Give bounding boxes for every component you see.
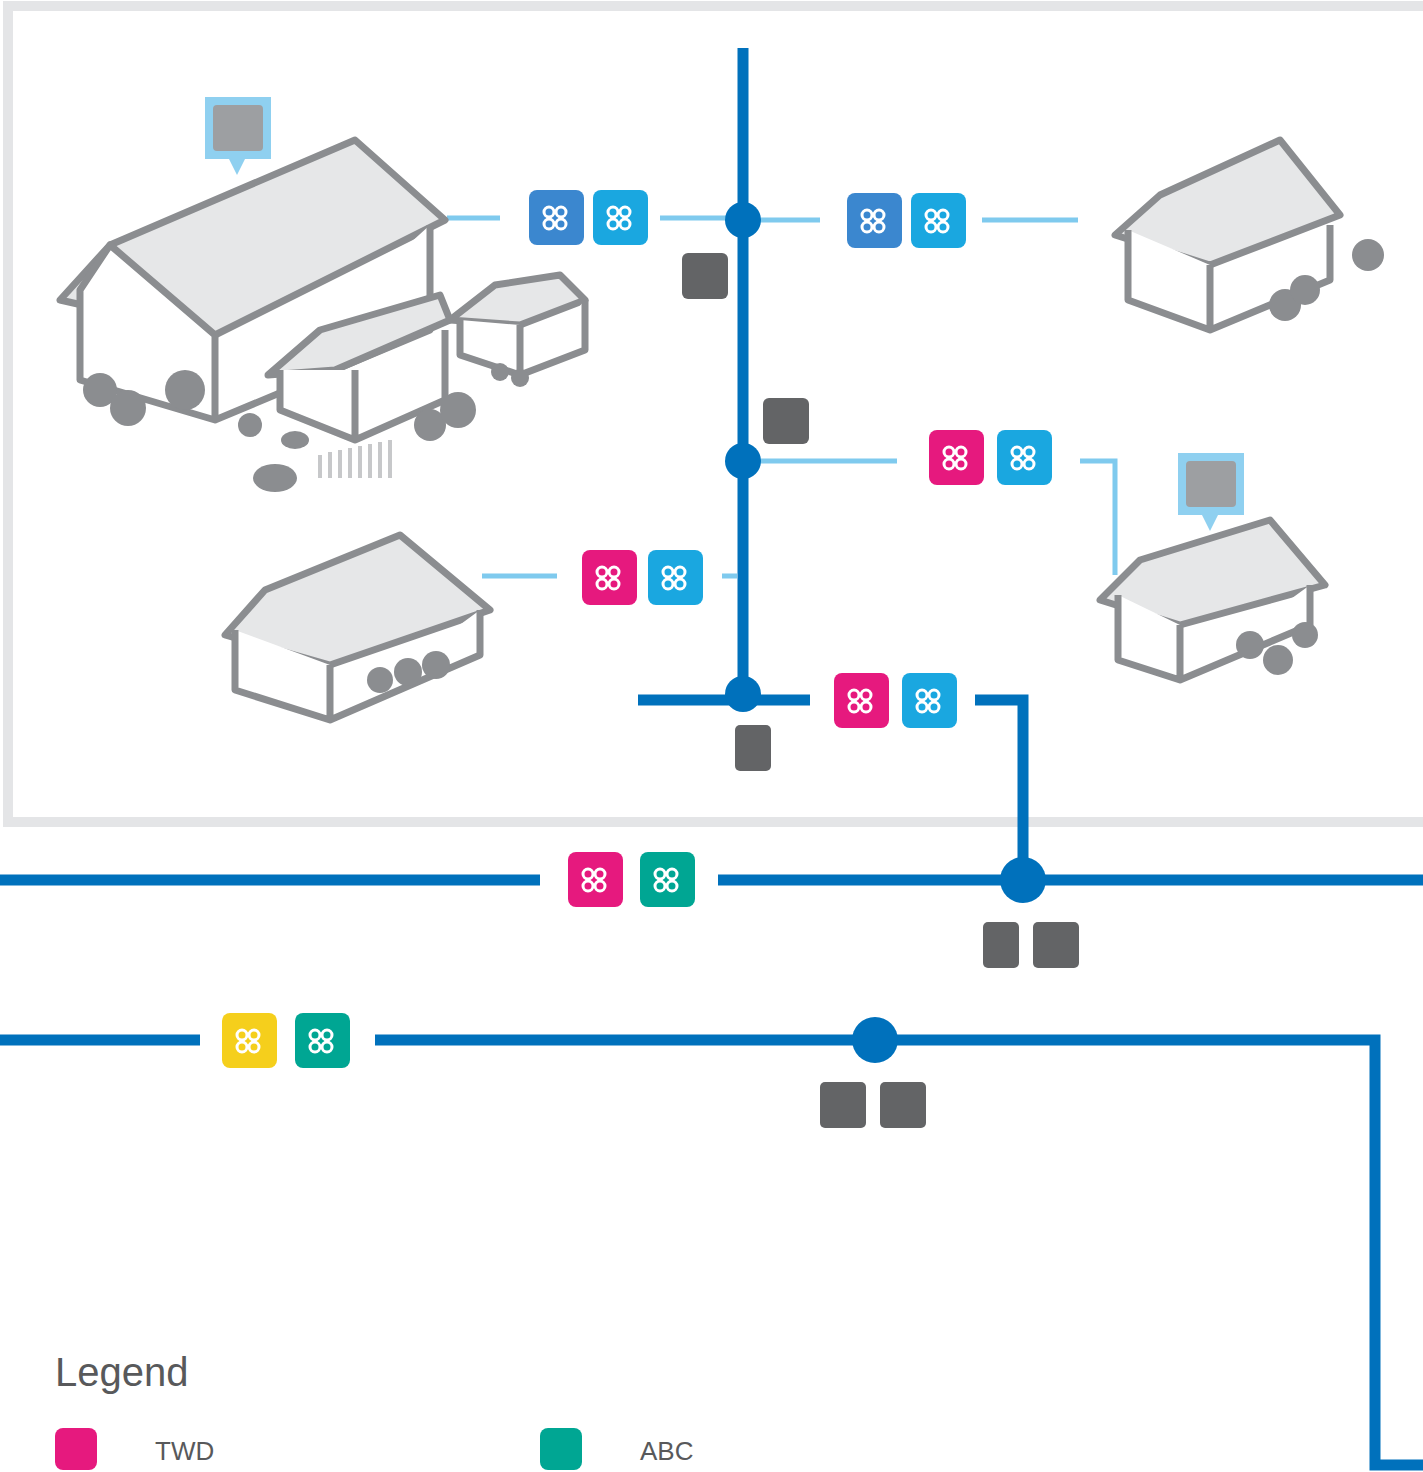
icon-core <box>675 579 685 589</box>
icon-core <box>609 567 619 577</box>
icon-core <box>938 210 948 220</box>
icon-core <box>944 447 954 457</box>
houses <box>60 140 1340 720</box>
icon-core <box>929 690 939 700</box>
icon-core <box>926 210 936 220</box>
icon-core <box>663 579 673 589</box>
icon-core <box>1024 447 1034 457</box>
icon-core <box>597 567 607 577</box>
icon-core <box>861 690 871 700</box>
legend-text: TWD <box>155 1436 214 1467</box>
service-lines <box>447 218 1115 576</box>
main-lines <box>0 48 1423 1465</box>
icon-core <box>608 219 618 229</box>
icon-core <box>556 207 566 217</box>
icon-core <box>322 1030 332 1040</box>
icon-core <box>310 1030 320 1040</box>
icon-core <box>917 702 927 712</box>
icon-core <box>544 207 554 217</box>
icon-core <box>595 869 605 879</box>
legend-text: ABC <box>640 1436 693 1467</box>
icon-core <box>944 459 954 469</box>
icon-core <box>667 881 677 891</box>
icon-core <box>595 881 605 891</box>
icon-core <box>874 210 884 220</box>
icon-core <box>956 459 966 469</box>
icon-core <box>849 690 859 700</box>
icon-core <box>655 881 665 891</box>
icon-core <box>675 567 685 577</box>
icon-core <box>849 702 859 712</box>
icon-core <box>861 702 871 712</box>
icon-core <box>583 881 593 891</box>
icon-core <box>608 207 618 217</box>
icon-core <box>583 869 593 879</box>
icon-core <box>310 1042 320 1052</box>
icon-core <box>874 222 884 232</box>
icon-core <box>1012 447 1022 457</box>
icon-core <box>544 219 554 229</box>
icon-core <box>322 1042 332 1052</box>
icon-core <box>663 567 673 577</box>
icon-core <box>1012 459 1022 469</box>
icon-core <box>237 1030 247 1040</box>
legend-heading: Legend <box>55 1350 188 1395</box>
cable-icons <box>222 190 1052 1068</box>
icon-core <box>917 690 927 700</box>
icon-core <box>556 219 566 229</box>
icon-core <box>249 1030 259 1040</box>
icon-core <box>862 222 872 232</box>
icon-core <box>237 1042 247 1052</box>
icon-core <box>249 1042 259 1052</box>
icon-core <box>609 579 619 589</box>
icon-core <box>926 222 936 232</box>
icon-core <box>620 219 630 229</box>
icon-core <box>597 579 607 589</box>
equipment-symbols <box>682 253 1079 1128</box>
icon-core <box>938 222 948 232</box>
fence <box>320 440 390 478</box>
legend-swatch <box>55 1428 97 1470</box>
icon-core <box>620 207 630 217</box>
junction-dots <box>725 202 1046 1063</box>
icon-core <box>667 869 677 879</box>
icon-core <box>655 869 665 879</box>
icon-core <box>956 447 966 457</box>
icon-core <box>862 210 872 220</box>
trees <box>83 239 1384 693</box>
legend-swatch <box>540 1428 582 1470</box>
icon-core <box>929 702 939 712</box>
icon-core <box>1024 459 1034 469</box>
